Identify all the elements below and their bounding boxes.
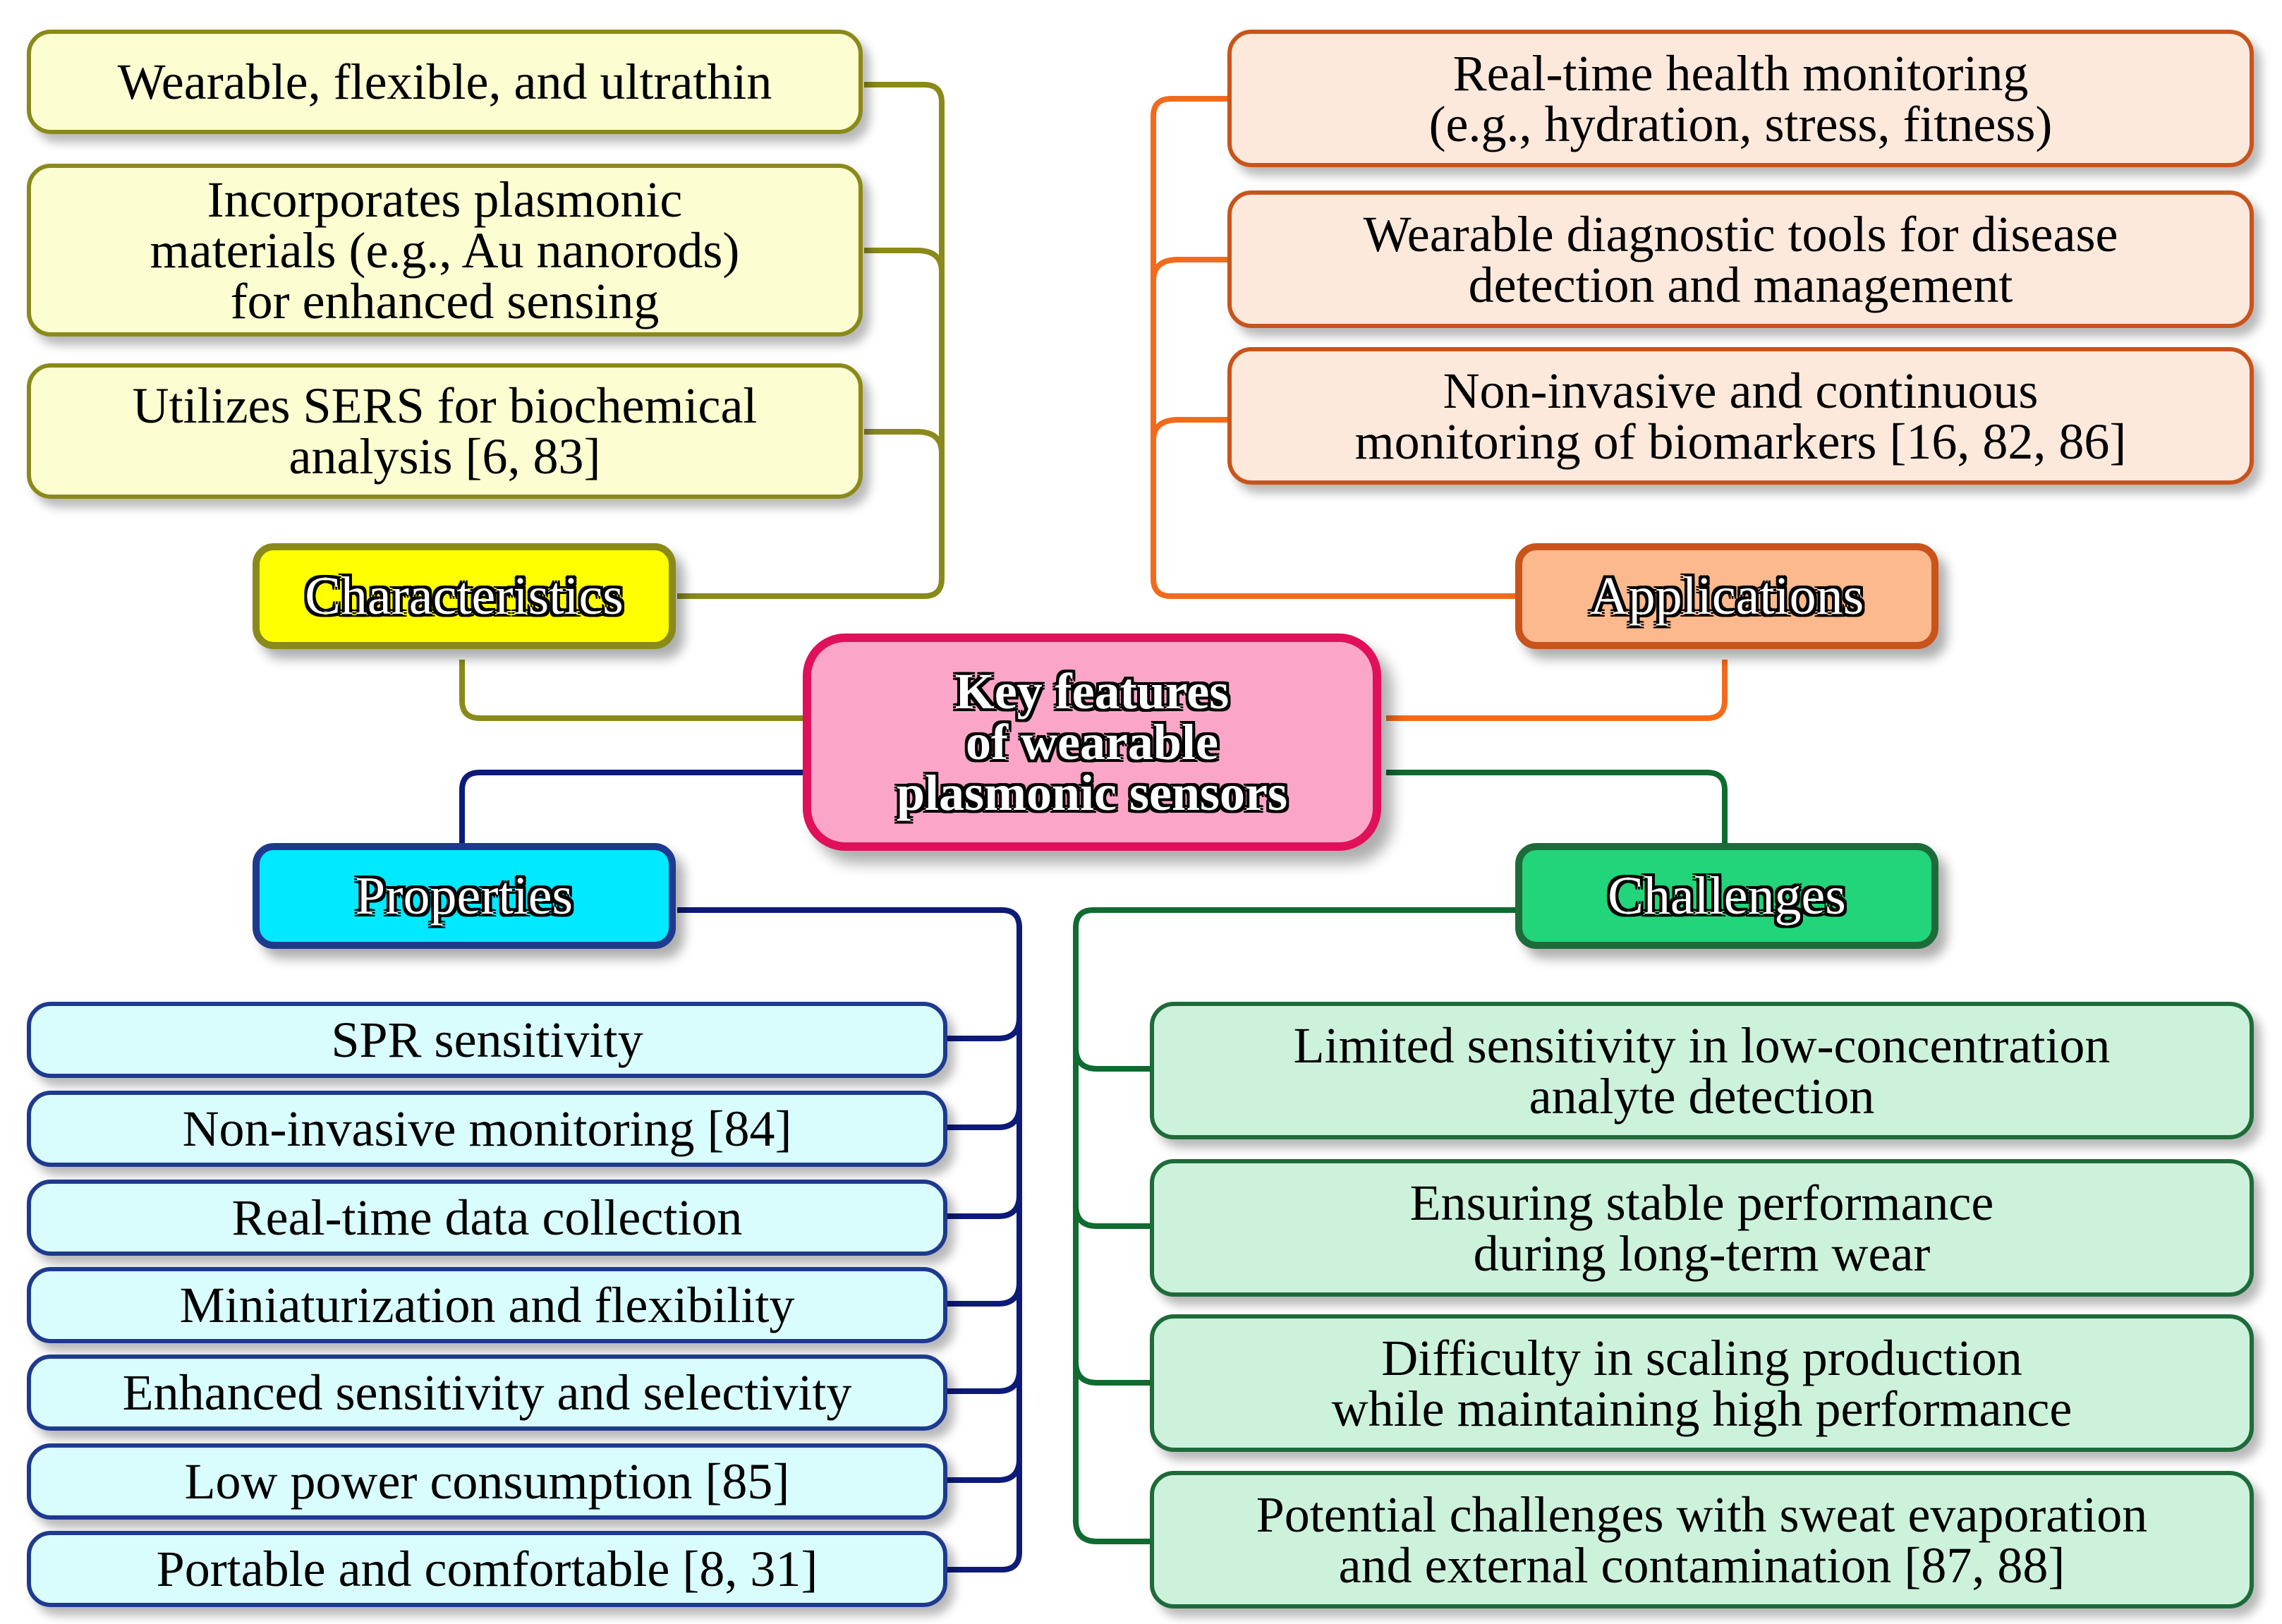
category-challenges: Challenges bbox=[1515, 843, 1938, 949]
connector-characteristics-item3 bbox=[864, 429, 945, 454]
category-characteristics-label: Characteristics bbox=[305, 566, 624, 626]
connector-characteristics bbox=[459, 660, 861, 721]
category-properties: Properties bbox=[253, 843, 676, 949]
applications-item-2: Wearable diagnostic tools for disease de… bbox=[1227, 190, 2254, 328]
connector-applications-item3 bbox=[1151, 417, 1227, 442]
applications-item-3: Non-invasive and continuous monitoring o… bbox=[1227, 347, 2254, 485]
category-properties-label: Properties bbox=[355, 866, 573, 926]
challenges-item-3: Difficulty in scaling production while m… bbox=[1150, 1314, 2254, 1452]
characteristics-item-2-line-3: for enhanced sensing bbox=[230, 272, 660, 329]
applications-item-3-line-1: Non-invasive and continuous bbox=[1443, 362, 2039, 419]
challenges-item-1-line-1: Limited sensitivity in low-concentration bbox=[1293, 1017, 2111, 1074]
connector-properties-item1 bbox=[945, 1017, 1022, 1041]
center-title-line-2: of wearable bbox=[966, 714, 1218, 770]
connector-applications-trunk bbox=[1151, 96, 1517, 599]
category-challenges-label: Challenges bbox=[1608, 866, 1846, 926]
applications-item-2-line-1: Wearable diagnostic tools for disease bbox=[1363, 205, 2118, 262]
connector-challenges-item2 bbox=[1073, 1204, 1150, 1229]
characteristics-item-3-line-2: analysis [6, 83] bbox=[289, 428, 601, 485]
characteristics-item-1-line-1: Wearable, flexible, and ultrathin bbox=[117, 54, 772, 110]
properties-item-5-label: Enhanced sensitivity and selectivity bbox=[122, 1364, 852, 1421]
properties-item-7: Portable and comfortable [8, 31] bbox=[27, 1531, 947, 1607]
applications-item-3-line-2: monitoring of biomarkers [16, 82, 86] bbox=[1354, 413, 2127, 470]
challenges-item-2: Ensuring stable performance during long-… bbox=[1150, 1159, 2254, 1297]
properties-item-1: SPR sensitivity bbox=[27, 1002, 947, 1078]
connector-properties-item2 bbox=[945, 1105, 1022, 1130]
connector-properties bbox=[459, 770, 804, 843]
connector-properties-item3 bbox=[945, 1194, 1022, 1219]
center-title-line-3: plasmonic sensors bbox=[896, 765, 1288, 821]
connector-applications-item2 bbox=[1151, 257, 1227, 281]
properties-item-7-label: Portable and comfortable [8, 31] bbox=[156, 1541, 818, 1597]
properties-item-3-label: Real-time data collection bbox=[231, 1189, 743, 1246]
connector-challenges bbox=[1386, 770, 1728, 843]
challenges-item-4-line-2: and external contamination [87, 88] bbox=[1338, 1537, 2065, 1594]
applications-item-1-line-2: (e.g., hydration, stress, fitness) bbox=[1428, 95, 2053, 152]
challenges-item-1: Limited sensitivity in low-concentration… bbox=[1150, 1002, 2254, 1139]
challenges-item-2-line-1: Ensuring stable performance bbox=[1409, 1174, 1994, 1231]
category-characteristics: Characteristics bbox=[253, 543, 676, 649]
properties-item-5: Enhanced sensitivity and selectivity bbox=[27, 1355, 947, 1431]
challenges-item-3-line-2: while maintaining high performance bbox=[1331, 1380, 2072, 1437]
applications-item-1-line-1: Real-time health monitoring bbox=[1452, 44, 2029, 102]
connector-properties-item6 bbox=[945, 1458, 1022, 1483]
connector-characteristics-item2 bbox=[864, 248, 945, 272]
properties-item-6-label: Low power consumption [85] bbox=[184, 1453, 790, 1510]
characteristics-item-2-line-2: materials (e.g., Au nanorods) bbox=[150, 222, 740, 279]
challenges-item-2-line-2: during long-term wear bbox=[1473, 1225, 1931, 1282]
category-applications: Applications bbox=[1515, 543, 1938, 649]
connector-challenges-item1 bbox=[1073, 1047, 1150, 1072]
properties-item-4-label: Miniaturization and flexibility bbox=[179, 1277, 795, 1333]
center-title-line-1: Key features bbox=[954, 663, 1230, 720]
properties-item-2-label: Non-invasive monitoring [84] bbox=[182, 1101, 792, 1157]
challenges-item-4: Potential challenges with sweat evaporat… bbox=[1150, 1471, 2254, 1608]
challenges-item-3-line-1: Difficulty in scaling production bbox=[1381, 1329, 2022, 1386]
applications-item-2-line-2: detection and management bbox=[1468, 256, 2013, 313]
connector-challenges-item3 bbox=[1073, 1361, 1150, 1386]
properties-item-4: Miniaturization and flexibility bbox=[27, 1267, 947, 1343]
properties-item-1-label: SPR sensitivity bbox=[331, 1012, 643, 1068]
properties-item-6: Low power consumption [85] bbox=[27, 1443, 947, 1520]
center-node: Key features of wearable plasmonic senso… bbox=[803, 634, 1381, 851]
connector-properties-item4 bbox=[945, 1282, 1022, 1307]
properties-item-2: Non-invasive monitoring [84] bbox=[27, 1091, 947, 1167]
challenges-item-4-line-1: Potential challenges with sweat evaporat… bbox=[1256, 1486, 2148, 1543]
characteristics-item-3: Utilizes SERS for biochemical analysis [… bbox=[27, 363, 863, 499]
connector-properties-trunk bbox=[677, 907, 1022, 1573]
connector-properties-item5 bbox=[945, 1369, 1022, 1394]
challenges-item-1-line-2: analyte detection bbox=[1529, 1067, 1875, 1125]
characteristics-item-2: Incorporates plasmonic materials (e.g., … bbox=[27, 164, 863, 337]
characteristics-item-3-line-1: Utilizes SERS for biochemical bbox=[132, 377, 758, 434]
characteristics-item-1: Wearable, flexible, and ultrathin bbox=[27, 30, 863, 134]
connector-challenges-trunk bbox=[1073, 907, 1517, 1544]
connector-characteristics-trunk bbox=[677, 82, 945, 599]
category-applications-label: Applications bbox=[1589, 566, 1864, 626]
connector-applications bbox=[1386, 660, 1728, 721]
characteristics-item-2-line-1: Incorporates plasmonic bbox=[207, 171, 683, 228]
properties-item-3: Real-time data collection bbox=[27, 1180, 947, 1256]
applications-item-1: Real-time health monitoring (e.g., hydra… bbox=[1227, 30, 2254, 167]
